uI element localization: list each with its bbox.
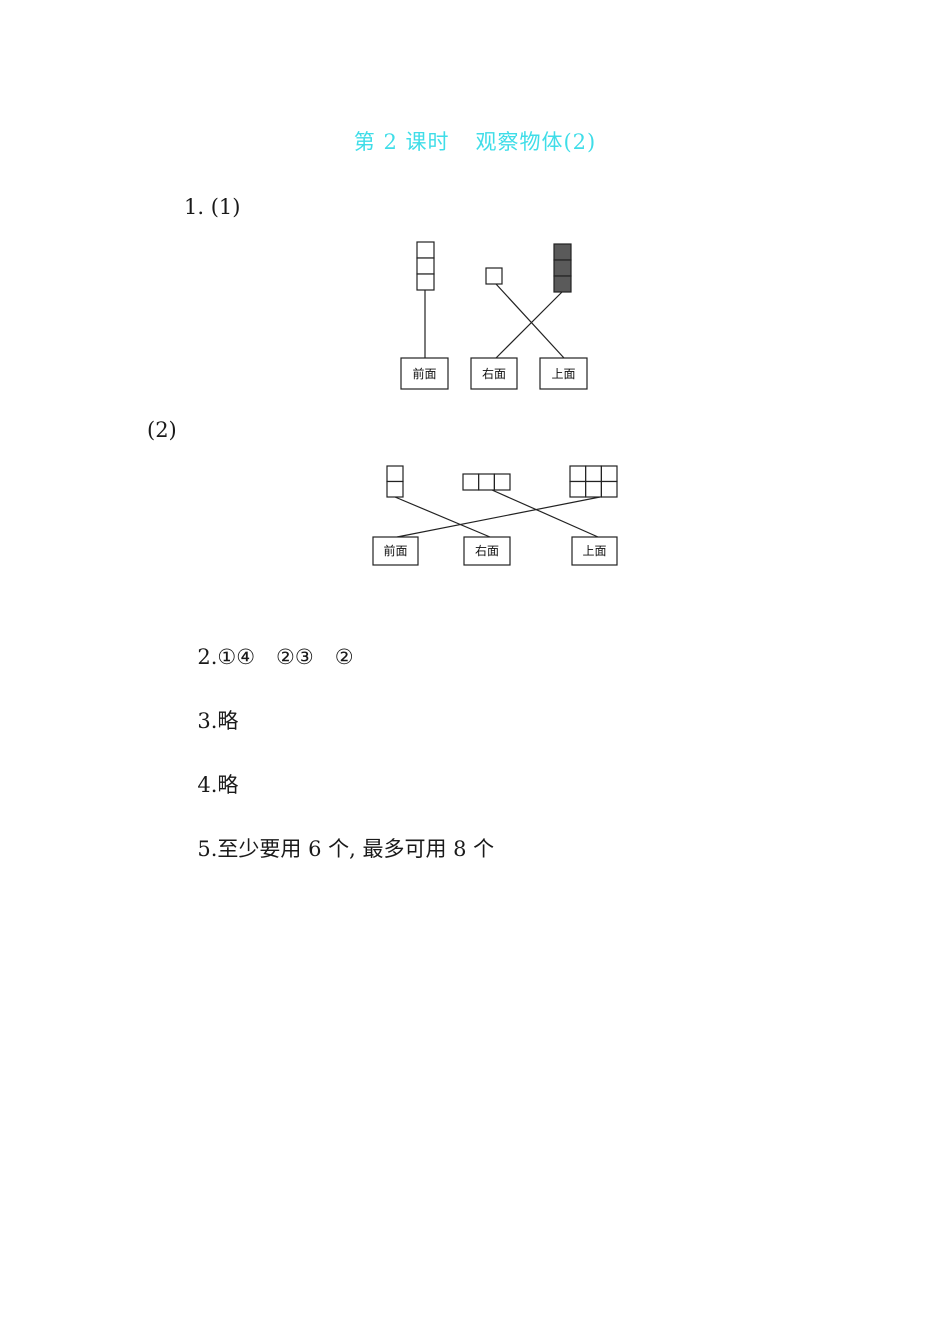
grid-3x2-shape [569,465,618,498]
label-box-top [571,536,618,566]
vertical-stack-3-shape [416,241,435,291]
vertical-stack-3-shaded-shape [553,243,572,293]
connector-line [396,496,601,538]
page-title: 第 2 课时 观察物体(2) [0,126,950,156]
label-right: 右面 [482,366,506,381]
connector-line [495,291,563,359]
label-box-front [400,357,449,390]
answer-text: 略 [217,773,239,797]
single-square-shape [485,267,503,285]
answer-number: 5. [197,837,218,861]
answer-text: 至少要用 6 个, 最多可用 8 个 [217,837,495,861]
answer-text: ①④ ②③ ② [217,645,354,669]
label-box-right [463,536,511,566]
answer-number: 2. [197,645,218,669]
vertical-stack-2-shape [386,465,404,498]
answer-4: 4.略 [184,743,238,799]
question-1-label: 1. (1) [184,195,241,219]
answer-3: 3.略 [184,679,238,735]
label-box-front [372,536,419,566]
lesson-number: 第 2 课时 [353,130,450,154]
label-top: 上面 [582,544,606,558]
horizontal-row-3-shape [462,473,511,491]
label-top: 上面 [551,367,575,381]
label-box-right [470,357,518,390]
connector-line [394,496,491,538]
answer-5: 5.至少要用 6 个, 最多可用 8 个 [184,807,494,863]
connector-line [495,283,565,359]
answer-number: 4. [197,773,218,797]
question-1-part-2-label: (2) [147,418,177,442]
answer-text: 略 [217,709,239,733]
label-right: 右面 [475,543,499,558]
connector-line [491,489,599,538]
label-box-top [539,357,588,390]
answer-2: 2.①④ ②③ ② [184,615,354,671]
lesson-topic: 观察物体(2) [475,130,597,154]
label-front: 前面 [412,366,436,381]
answer-number: 3. [197,709,218,733]
label-front: 前面 [383,543,407,558]
